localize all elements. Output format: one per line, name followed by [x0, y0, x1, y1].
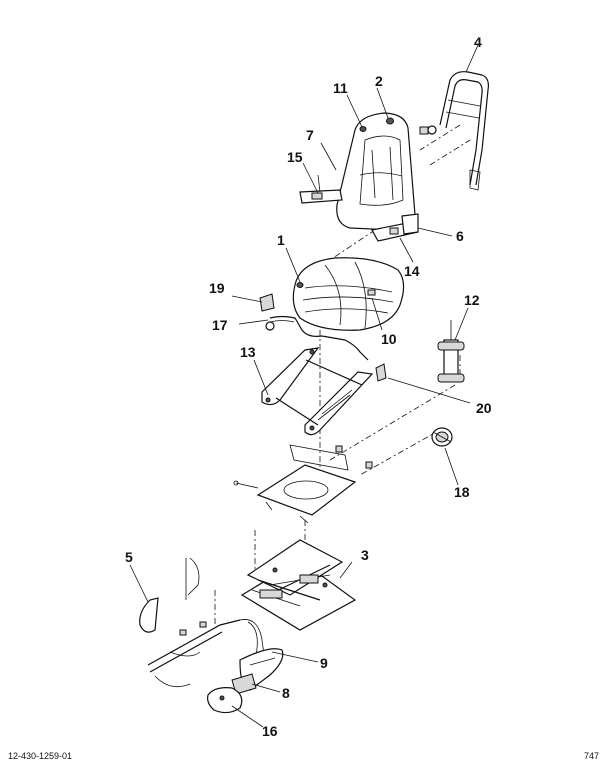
suspension-base [240, 539, 357, 631]
cover-5 [139, 557, 200, 633]
drawing-number: 12-430-1259-01 [8, 751, 72, 761]
callout-9: 9 [320, 655, 328, 671]
callout-5: 5 [125, 549, 133, 565]
callout-7: 7 [306, 127, 314, 143]
callout-16: 16 [262, 723, 278, 739]
page-code: 747 [584, 751, 599, 761]
seat-slide-frame [261, 347, 374, 436]
callout-19: 19 [209, 280, 225, 296]
callout-1: 1 [277, 232, 285, 248]
cable-assembly [147, 619, 266, 688]
leader-lines [129, 44, 479, 728]
bracket-20 [375, 363, 387, 382]
bracket-19 [259, 293, 275, 312]
callout-18: 18 [454, 484, 470, 500]
mounting-plate [233, 444, 373, 524]
callout-17: 17 [212, 317, 228, 333]
callout-10: 10 [381, 331, 397, 347]
callout-3: 3 [361, 547, 369, 563]
adjust-knob [431, 427, 453, 447]
callout-20: 20 [476, 400, 492, 416]
seat-back-cushion [336, 112, 416, 231]
callout-12: 12 [464, 292, 480, 308]
callout-15: 15 [287, 149, 303, 165]
callout-6: 6 [456, 228, 464, 244]
shroud-16 [207, 687, 243, 714]
armrest-left [299, 174, 343, 204]
callout-8: 8 [282, 685, 290, 701]
callout-13: 13 [240, 344, 256, 360]
adjuster-rod-17 [265, 315, 369, 361]
assembly-centerlines [214, 124, 471, 625]
callout-2: 2 [375, 73, 383, 89]
seat-cushion [292, 257, 405, 331]
headrest-frame [419, 71, 489, 191]
callout-4: 4 [474, 34, 482, 50]
callout-labels: 2 11 4 7 15 6 14 1 10 19 17 12 13 20 18 … [125, 34, 492, 739]
armrest-right [371, 213, 419, 242]
shock-absorber [437, 320, 465, 383]
callout-11: 11 [333, 80, 348, 96]
callout-14: 14 [404, 263, 420, 279]
